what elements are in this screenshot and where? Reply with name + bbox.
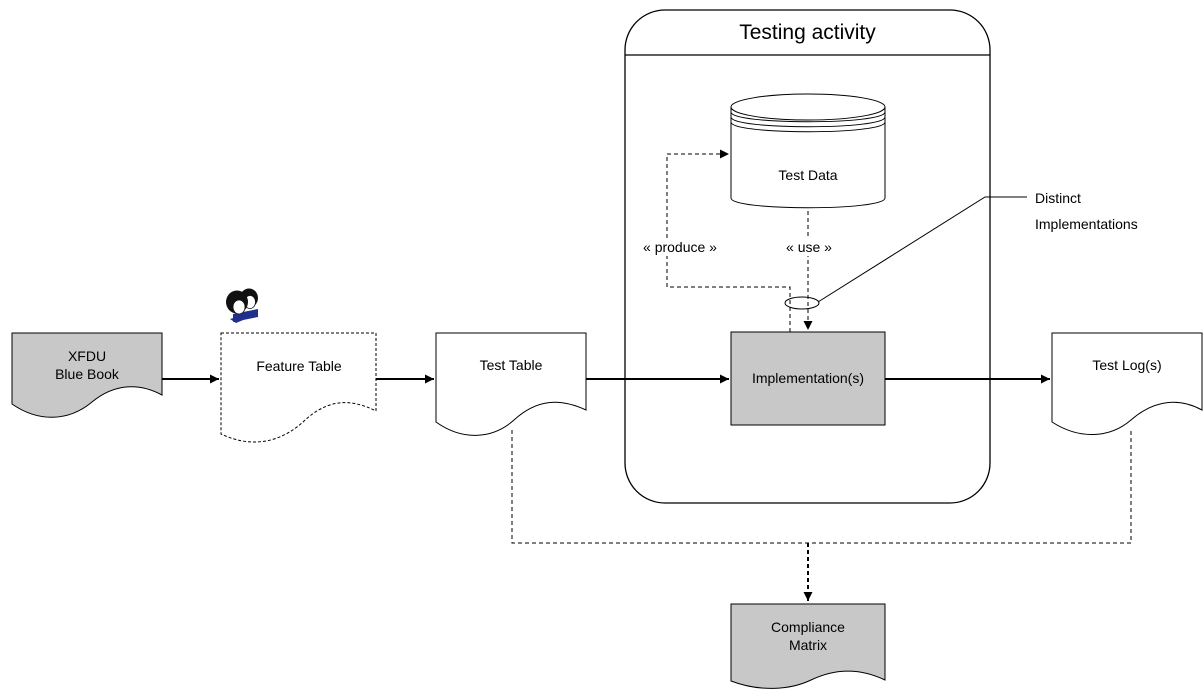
test-table-document: Test Table xyxy=(435,332,587,436)
feature-table-document: Feature Table xyxy=(220,332,377,443)
implementations-box: Implementation(s) xyxy=(730,331,886,426)
feature-table-label: Feature Table xyxy=(256,358,342,374)
use-label-bg xyxy=(781,238,837,256)
blue-book-label-line1: XFDU xyxy=(68,348,106,364)
test-table-label: Test Table xyxy=(480,357,543,373)
blue-book-document: XFDU Blue Book xyxy=(11,332,163,418)
produce-label: « produce » xyxy=(643,239,717,255)
compliance-matrix-label-line1: Compliance xyxy=(771,619,845,635)
compliance-matrix-document: Compliance Matrix xyxy=(730,603,886,689)
callout-label-line2: Implementations xyxy=(1035,216,1138,232)
compliance-matrix-label-line2: Matrix xyxy=(789,637,827,653)
distinct-implementations-marker xyxy=(784,296,820,310)
produce-label-bg xyxy=(634,238,729,256)
dashed-merge-line xyxy=(511,428,1132,544)
test-data-database: Test Data xyxy=(730,93,886,209)
use-label: « use » xyxy=(786,239,832,255)
arrow-produce xyxy=(666,149,791,332)
blue-book-label-line2: Blue Book xyxy=(55,366,120,382)
test-logs-document: Test Log(s) xyxy=(1051,332,1203,435)
callout-label-line1: Distinct xyxy=(1035,190,1081,206)
activity-title: Testing activity xyxy=(739,21,876,44)
implementations-label: Implementation(s) xyxy=(752,370,864,386)
people-icon xyxy=(226,288,258,323)
test-data-label: Test Data xyxy=(778,167,837,183)
test-logs-label: Test Log(s) xyxy=(1092,357,1161,373)
callout-leader-line xyxy=(817,196,1027,303)
